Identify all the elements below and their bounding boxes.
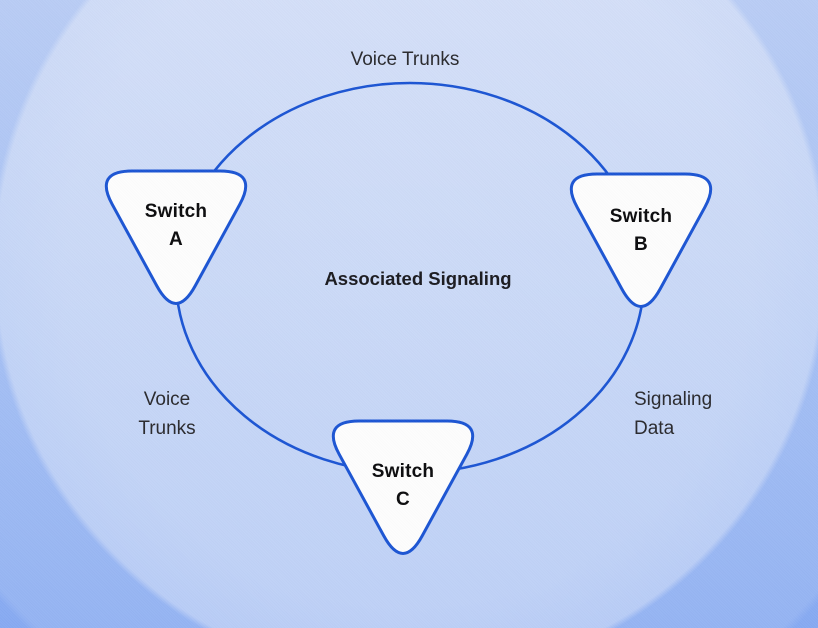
center-label-associated-signaling: Associated Signaling <box>324 264 511 293</box>
edge-label-voice-trunks-bottom: Voice Trunks <box>138 385 195 443</box>
voice-trunks-top-text: Voice Trunks <box>350 49 460 70</box>
associated-signaling-text: Associated Signaling <box>324 268 512 289</box>
voice-trunks-bottom-line2: Trunks <box>138 418 196 439</box>
switch-b-letter: B <box>634 234 648 255</box>
voice-trunks-bottom-line1: Voice <box>143 389 191 410</box>
switch-c-shape <box>331 419 475 555</box>
node-switch-a: Switch A <box>94 169 258 307</box>
signaling-data-line2: Data <box>634 418 675 439</box>
switch-a-name: Switch <box>144 201 208 222</box>
node-switch-c: Switch C <box>321 419 485 557</box>
switch-c-name: Switch <box>371 461 435 482</box>
edge-label-voice-trunks-top: Voice Trunks <box>351 45 460 74</box>
switch-a-shape <box>104 169 248 305</box>
edge-label-signaling-data: Signaling Data <box>634 385 712 443</box>
switch-b-name: Switch <box>609 206 673 227</box>
signaling-data-line1: Signaling <box>634 389 713 410</box>
switch-b-label: Switch B <box>559 203 723 259</box>
switch-a-label: Switch A <box>94 198 258 254</box>
switch-c-label: Switch C <box>321 458 485 514</box>
node-switch-b: Switch B <box>559 172 723 310</box>
switch-b-shape <box>569 172 713 308</box>
switch-c-letter: C <box>396 489 410 510</box>
switch-a-letter: A <box>169 229 183 250</box>
